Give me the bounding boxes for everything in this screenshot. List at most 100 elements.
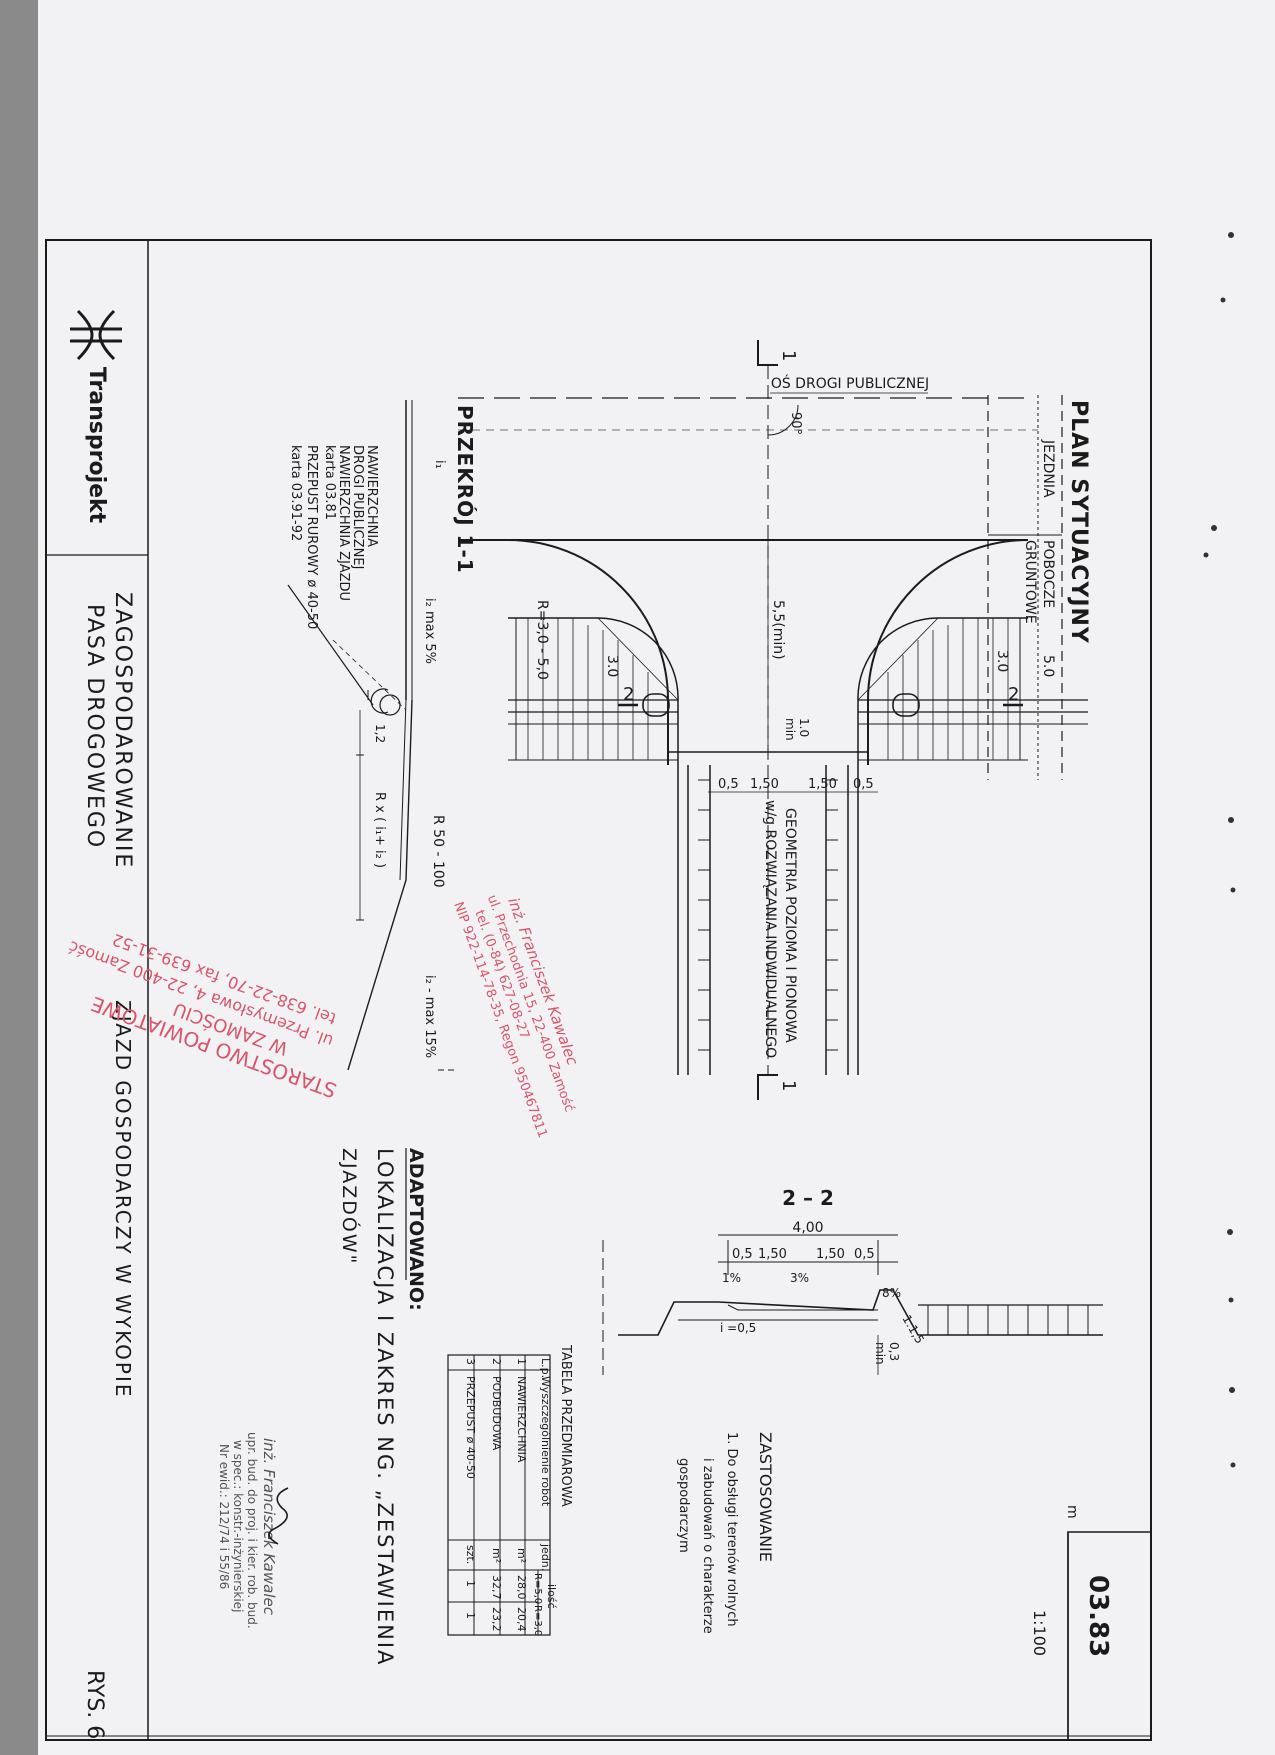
plan-min-1: 1.0 xyxy=(797,718,811,737)
section-1-label-bottom: 1 xyxy=(778,1080,799,1091)
table-header-lp: L.p. xyxy=(539,1358,552,1378)
svg-text:Nr ewid.: 212/74 i 55/86: Nr ewid.: 212/74 i 55/86 xyxy=(217,1444,231,1589)
svg-text:PRZEPUST RUROWY ø 40-50: PRZEPUST RUROWY ø 40-50 xyxy=(304,445,319,629)
table-row-1-name: NAWIERZCHNIA xyxy=(515,1376,528,1463)
driveway-curb-left xyxy=(507,539,669,765)
zastosowanie-line2: i zabudowań o charakterze xyxy=(700,1458,715,1634)
sheet-title-line1: ZAGOSPODAROWANIE xyxy=(110,592,135,869)
zastosowanie-line3: gospodarczym xyxy=(676,1458,691,1553)
quantity-table xyxy=(447,1354,551,1636)
adaptation-line2: ZJAZDÓW" xyxy=(338,1148,362,1265)
section11-i2-max: i₂ max 5% xyxy=(422,598,437,664)
plan-pobocze-label-1: POBOCZE xyxy=(1040,540,1056,608)
culvert-right xyxy=(892,693,920,717)
svg-text:2: 2 xyxy=(490,1358,503,1365)
section22-d3: 1,50 xyxy=(816,1247,845,1262)
zastosowanie-heading: ZASTOSOWANIE xyxy=(756,1432,775,1562)
section11-r-formula: R x ( i₁+ i₂ ) xyxy=(372,792,387,868)
plan-axis-label: OŚ DROGI PUBLICZNEJ xyxy=(771,374,929,392)
plan-dim-5: 5.0 xyxy=(1040,655,1056,677)
plan-radius-label: R=3,0 - 5,0 xyxy=(534,600,550,680)
section11-heading: PRZEKRÓJ 1-1 xyxy=(453,405,477,574)
section-2-label-left: 2 xyxy=(623,684,634,705)
section11-profile xyxy=(287,400,458,1071)
svg-text:inż. Franciszek Kawalec: inż. Franciszek Kawalec xyxy=(260,1438,278,1616)
svg-text:DROGI PUBLICZNEJ: DROGI PUBLICZNEJ xyxy=(350,445,365,569)
table-header-quantity: ilość xyxy=(545,1584,558,1609)
scan-marks xyxy=(1203,232,1236,1468)
section-1-label-top: 1 xyxy=(778,350,799,361)
svg-text:karta 03.81: karta 03.81 xyxy=(322,445,337,520)
svg-text:m²: m² xyxy=(515,1548,528,1563)
section22-d1: 0,5 xyxy=(732,1247,753,1262)
table-header-r5: R=5,0 xyxy=(532,1573,543,1604)
svg-text:28,0: 28,0 xyxy=(515,1575,528,1600)
designer-stamp: inż. Franciszek Kawalec ul. Przechodnia … xyxy=(450,893,582,1140)
plan-geometry-line2: w/g ROZWIĄZANIA INDWIDUALNEGO xyxy=(762,800,778,1058)
section-2-label-right: 2 xyxy=(1008,684,1019,705)
svg-text:NAWIERZCHNIA ZJAZDU: NAWIERZCHNIA ZJAZDU xyxy=(336,445,351,601)
section11-i1: i₁ xyxy=(432,460,447,469)
section22-min-label: min xyxy=(873,1342,887,1365)
svg-text:upr. bud. do proj. i kier. rob: upr. bud. do proj. i kier. rob. bud. xyxy=(245,1432,259,1629)
sheet-subtitle: ZJAZD GOSPODARCZY W WYKOPIE xyxy=(111,1000,135,1398)
sheet-unit: m xyxy=(1064,1505,1080,1519)
plan-angle-label: 90° xyxy=(788,412,803,435)
section22-d2: 1,50 xyxy=(758,1247,787,1262)
svg-text:szt.: szt. xyxy=(464,1545,477,1564)
section11-r-range: R 50 - 100 xyxy=(430,815,446,888)
svg-text:32,7: 32,7 xyxy=(490,1575,503,1600)
sheet-frame xyxy=(45,239,1152,1741)
svg-text:NAWIERZCHNIA: NAWIERZCHNIA xyxy=(364,445,379,547)
plan-width-label: 5,5(min) xyxy=(770,600,786,660)
section22-profile xyxy=(602,1234,1103,1375)
svg-text:w spec.: konstr.-inżynierskiej: w spec.: konstr.-inżynierskiej xyxy=(231,1440,245,1612)
section22-slope-right: 8% xyxy=(882,1286,901,1300)
culvert-left xyxy=(642,693,670,717)
section11-labels: NAWIERZCHNIA DROGI PUBLICZNEJ NAWIERZCHN… xyxy=(288,445,379,629)
authority-stamp: STAROSTWO POWIATOWE W ZAMOŚCIU ul. Przem… xyxy=(66,930,340,1103)
driveway-curb-right xyxy=(867,539,1029,765)
section22-heading: 2 – 2 xyxy=(782,1186,834,1210)
adaptation-line1: LOKALIZACJA I ZAKRES NG. „ZESTAWIENIA xyxy=(373,1148,397,1666)
svg-text:20,4: 20,4 xyxy=(515,1607,528,1632)
plan-dim-150-left: 1,50 xyxy=(750,777,779,792)
table-title: TABELA PRZEDMIAROWA xyxy=(558,1344,573,1507)
table-row-3-name: PRZEPUST ø 40-50 xyxy=(464,1376,477,1479)
plan-heading: PLAN SYTUACYJNY xyxy=(1066,400,1091,644)
ditch-hatching-left xyxy=(508,617,711,1075)
section22-bank: 1:1,5 xyxy=(899,1313,927,1347)
section22-slope-mid: 3% xyxy=(790,1271,809,1285)
section11-i3-max: i₂ - max 15% xyxy=(422,975,437,1058)
company-name: Transprojekt xyxy=(84,367,109,524)
section22-total: 4,00 xyxy=(792,1220,823,1236)
plan-jezdnia-label: JEZDNIA xyxy=(1040,439,1056,498)
svg-text:karta 03.91-92: karta 03.91-92 xyxy=(288,445,303,541)
section22-slope-left: 1% xyxy=(722,1271,741,1285)
table-header-r3: R=3,0 xyxy=(532,1605,543,1636)
svg-text:1: 1 xyxy=(464,1580,477,1587)
section-1-marker-top xyxy=(757,340,778,366)
engineer-stamp: inż. Franciszek Kawalec upr. bud. do pro… xyxy=(217,1432,278,1629)
section11-dim-12: 1,2 xyxy=(373,724,387,743)
adaptation-heading: ADAPTOWANO: xyxy=(405,1148,427,1311)
svg-text:23,2: 23,2 xyxy=(490,1607,503,1632)
plan-geometry-line1: GEOMETRIA POZIOMA I PIONOWA xyxy=(782,808,798,1043)
table-row-2-name: PODBUDOWA xyxy=(490,1376,503,1451)
drawing: Transprojekt ZAGOSPODAROWANIE PASA DROGO… xyxy=(45,232,1236,1741)
plan-pobocze-label-2: GRUNTOWE xyxy=(1022,540,1038,624)
plan-dim-3-right: 3.0 xyxy=(994,650,1010,672)
zastosowanie-line1: 1. Do obsługi terenów rolnych xyxy=(724,1432,739,1627)
sheet-scale: 1:100 xyxy=(1030,1610,1049,1656)
sheet-title-line2: PASA DROGOWEGO xyxy=(82,604,107,849)
svg-text:3: 3 xyxy=(464,1358,477,1365)
table-header-work: Wyszczególnienie robót xyxy=(539,1376,552,1507)
ditch-hatching-right xyxy=(825,617,1088,1075)
plan-dim-150-right: 1,50 xyxy=(808,777,837,792)
svg-text:1: 1 xyxy=(464,1612,477,1619)
svg-text:1: 1 xyxy=(515,1358,528,1365)
plan-dim-05-right: 0,5 xyxy=(853,777,874,792)
section22-d4: 0,5 xyxy=(854,1247,875,1262)
plan-dim-3-left: 3.0 xyxy=(604,655,620,677)
signature xyxy=(268,1487,289,1545)
